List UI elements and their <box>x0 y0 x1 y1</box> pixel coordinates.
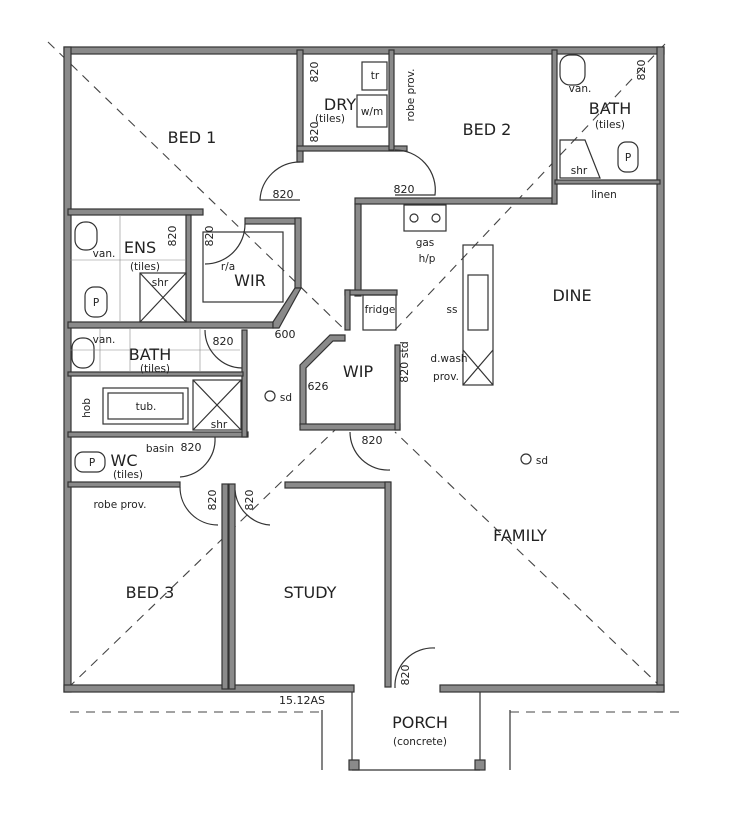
dim-door: 820 <box>394 183 415 196</box>
label-robe-prov-top: robe prov. <box>405 69 417 122</box>
room-bed2: BED 2 <box>463 120 512 139</box>
label-p-bath2: P <box>625 152 631 164</box>
room-bath2: BATH <box>589 99 631 118</box>
label-tub: tub. <box>136 401 157 413</box>
smoke-detector-icon <box>264 390 276 402</box>
dim-door: 820 <box>308 62 321 83</box>
room-wip: WIP <box>343 362 374 381</box>
label-sd-hall: sd <box>280 392 292 404</box>
room-bath2-finish: (tiles) <box>595 119 625 131</box>
room-study: STUDY <box>284 583 337 602</box>
label-ss: ss <box>447 304 458 316</box>
label-wm: w/m <box>361 106 383 118</box>
room-family: FAMILY <box>493 526 547 545</box>
dim-overall: 15.12AS <box>279 694 325 707</box>
dim-door: 820 <box>181 441 202 454</box>
exterior-walls <box>63 46 665 693</box>
label-shr-bath: shr <box>211 419 228 431</box>
label-shr-bath2: shr <box>571 165 588 177</box>
dim-door: 820 <box>203 226 216 247</box>
label-linen: linen <box>591 189 617 201</box>
dim-door: 820 <box>308 122 321 143</box>
room-bed1: BED 1 <box>168 128 217 147</box>
label-fridge: fridge <box>365 304 396 316</box>
smoke-detector-icon <box>520 453 532 465</box>
label-hp: h/p <box>419 253 436 265</box>
fixture-labels: tr w/m robe prov. van. shr P linen van. … <box>81 69 631 511</box>
room-bath-finish: (tiles) <box>140 363 170 375</box>
dim-door: 820 <box>273 188 294 201</box>
dimension-labels: 820 820 820 820 820 820 820 820 600 626 … <box>166 60 648 708</box>
room-porch: PORCH <box>392 713 448 732</box>
room-ens-finish: (tiles) <box>130 261 160 273</box>
room-labels: BED 1 DRY (tiles) BED 2 BATH (tiles) ENS… <box>111 95 632 748</box>
room-porch-finish: (concrete) <box>393 736 447 748</box>
label-prov: prov. <box>433 371 459 383</box>
label-hob: hob <box>81 398 93 418</box>
room-ens: ENS <box>124 238 156 257</box>
room-wc-finish: (tiles) <box>113 469 143 481</box>
room-wc: WC <box>111 451 138 470</box>
room-wir: WIR <box>234 271 266 290</box>
dim-626: 626 <box>308 380 329 393</box>
label-van-ens: van. <box>93 248 116 260</box>
dim-door: 820 <box>166 226 179 247</box>
label-robe-prov-bed3: robe prov. <box>94 499 147 511</box>
label-van-bath: van. <box>93 334 116 346</box>
label-ra: r/a <box>221 261 235 273</box>
room-bed3: BED 3 <box>126 583 175 602</box>
dim-door: 820 <box>362 434 383 447</box>
label-sd-family: sd <box>536 455 548 467</box>
label-basin: basin <box>146 443 174 455</box>
label-gas: gas <box>416 237 435 249</box>
room-bath: BATH <box>129 345 171 364</box>
label-tr: tr <box>371 70 380 82</box>
room-dine: DINE <box>552 286 591 305</box>
fixtures <box>68 54 639 473</box>
room-dry-finish: (tiles) <box>315 113 345 125</box>
room-dry: DRY <box>324 95 356 114</box>
label-dwash: d.wash <box>430 353 467 365</box>
dim-door: 820 <box>243 490 256 511</box>
label-p-wc: P <box>89 457 95 469</box>
dim-door-std: 820 std <box>398 341 411 383</box>
dim-door: 820 <box>399 665 412 686</box>
dim-600: 600 <box>275 328 296 341</box>
door-swings <box>179 149 436 689</box>
dim-door: 820 <box>206 490 219 511</box>
label-van-bath2: van. <box>569 83 592 95</box>
dim-door: 820 <box>635 60 648 81</box>
label-shr-ens: shr <box>152 277 169 289</box>
dim-door: 820 <box>213 335 234 348</box>
porch <box>70 692 680 771</box>
label-p-ens: P <box>93 297 99 309</box>
